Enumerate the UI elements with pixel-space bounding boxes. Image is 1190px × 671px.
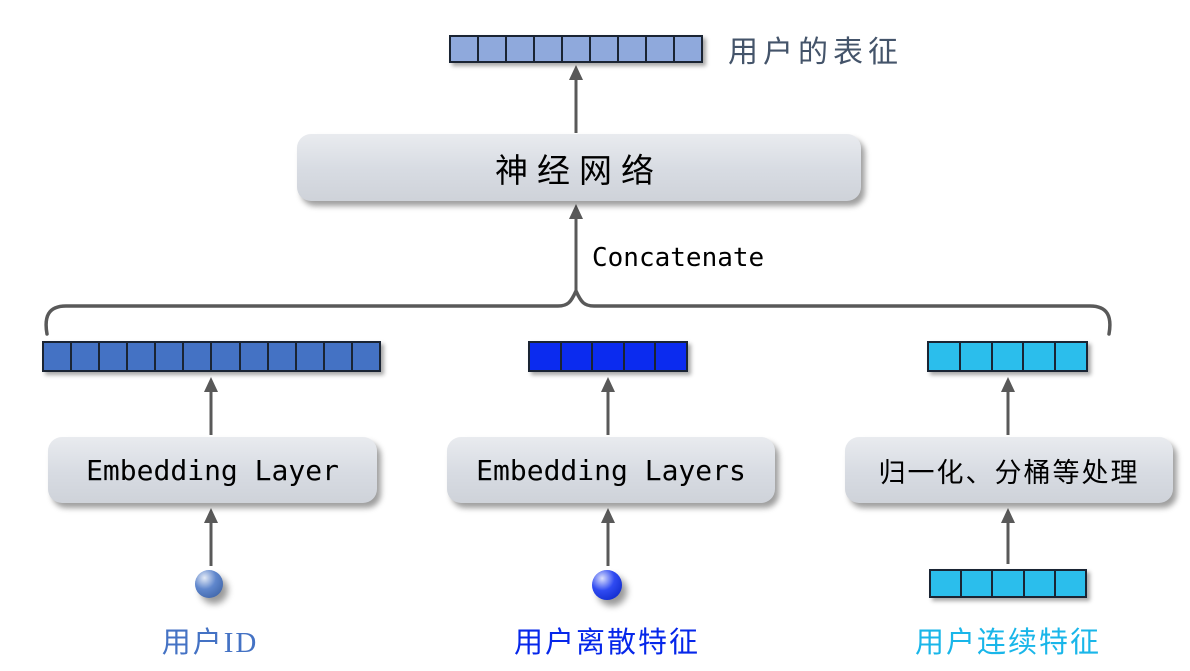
embedding-layers-box: Embedding Layers bbox=[447, 437, 775, 503]
arrow-userid-to-embedding1 bbox=[204, 508, 218, 566]
vector-cell bbox=[507, 37, 535, 61]
output-representation-vector bbox=[449, 35, 703, 63]
arrow-discrete-to-embedding2 bbox=[601, 508, 615, 566]
embedding-layer-box: Embedding Layer bbox=[48, 437, 377, 503]
vector-cell bbox=[962, 571, 994, 596]
vector-cell bbox=[929, 343, 961, 370]
vector-cell bbox=[72, 343, 101, 370]
neural-network-label: 神经网络 bbox=[495, 153, 663, 190]
vector-cell bbox=[44, 343, 73, 370]
embedding-layers-label: Embedding Layers bbox=[476, 453, 746, 487]
vector-cell bbox=[156, 343, 185, 370]
vector-cell bbox=[675, 37, 701, 61]
vector-cell bbox=[297, 343, 325, 370]
vector-cell bbox=[931, 571, 963, 596]
vector-cell bbox=[184, 343, 213, 370]
continuous-input-vector bbox=[929, 569, 1087, 598]
arrow-network-to-output bbox=[569, 65, 583, 133]
vector-cell bbox=[479, 37, 507, 61]
vector-cell bbox=[451, 37, 479, 61]
vector-cell bbox=[212, 343, 241, 370]
discrete-embedding-vector bbox=[528, 341, 688, 372]
output-representation-label: 用户的表征 bbox=[728, 36, 903, 69]
vector-cell bbox=[530, 343, 562, 370]
vector-cell bbox=[591, 37, 619, 61]
vector-cell bbox=[647, 37, 675, 61]
vector-cell bbox=[1025, 571, 1056, 596]
arrow-continuous-to-process bbox=[1001, 508, 1015, 564]
vector-cell bbox=[562, 343, 594, 370]
vector-cell bbox=[961, 343, 993, 370]
vector-cell bbox=[619, 37, 647, 61]
embedding-layer-label: Embedding Layer bbox=[86, 453, 339, 487]
vector-cell bbox=[128, 343, 157, 370]
arrow-concatenate bbox=[569, 204, 583, 291]
discrete-features-label: 用户离散特征 bbox=[513, 627, 700, 659]
continuous-processed-vector bbox=[927, 341, 1088, 372]
vector-cell bbox=[993, 343, 1025, 370]
vector-cell bbox=[993, 571, 1025, 596]
vector-cell bbox=[535, 37, 563, 61]
vector-cell bbox=[625, 343, 657, 370]
arrow-embedding2-to-vector bbox=[601, 377, 615, 435]
vector-cell bbox=[353, 343, 379, 370]
vector-cell bbox=[100, 343, 129, 370]
continuous-features-label: 用户连续特征 bbox=[914, 627, 1101, 659]
discrete-input-sphere bbox=[592, 570, 622, 600]
vector-cell bbox=[241, 343, 269, 370]
vector-cell bbox=[325, 343, 353, 370]
userid-label: 用户ID bbox=[161, 627, 259, 659]
vector-cell bbox=[656, 343, 686, 370]
concatenate-brace bbox=[44, 286, 1112, 336]
concatenate-label: Concatenate bbox=[592, 243, 765, 273]
userid-embedding-vector bbox=[42, 341, 381, 372]
vector-cell bbox=[1056, 571, 1085, 596]
arrow-process-to-vector bbox=[1001, 377, 1015, 435]
vector-cell bbox=[1056, 343, 1086, 370]
vector-cell bbox=[563, 37, 591, 61]
neural-network-box: 神经网络 bbox=[297, 134, 861, 201]
normalize-bucketize-box: 归一化、分桶等处理 bbox=[845, 437, 1173, 503]
normalize-bucketize-label: 归一化、分桶等处理 bbox=[878, 457, 1140, 488]
vector-cell bbox=[593, 343, 625, 370]
vector-cell bbox=[269, 343, 297, 370]
vector-cell bbox=[1024, 343, 1057, 370]
userid-input-sphere bbox=[195, 570, 223, 598]
arrow-embedding1-to-vector bbox=[204, 377, 218, 435]
